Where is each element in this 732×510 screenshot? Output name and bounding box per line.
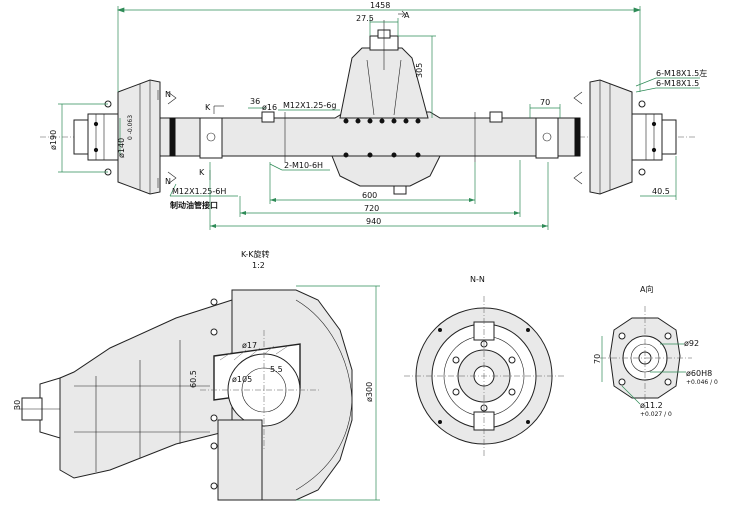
label-view-a: A向	[640, 284, 653, 294]
label-A-arrow: A	[404, 11, 410, 20]
dim-d140: ø140	[117, 138, 126, 158]
dim-6-m18-left: 6-M18X1.5左	[656, 68, 707, 78]
dim-70-a: 70	[593, 354, 602, 364]
dim-m12-brake: M12X1.25-6H	[172, 187, 226, 196]
dim-36: 36	[250, 97, 260, 106]
dim-940: 940	[366, 217, 381, 226]
dim-720: 720	[364, 204, 379, 213]
dim-d92: ø92	[684, 339, 699, 348]
dim-2-m10: 2-M10-6H	[284, 161, 323, 170]
label-N-top: N	[165, 90, 171, 99]
label-scale-kk: 1:2	[252, 261, 265, 270]
section-kk-view: K-K旋转 1:2 ø300	[13, 249, 380, 501]
dim-r105: ø105	[232, 375, 252, 384]
dim-70-top: 70	[540, 98, 550, 107]
kk-flange-bolts	[210, 298, 218, 490]
dim-5-5: 5.5	[270, 365, 283, 374]
dim-m12-fine: M12X1.25-6g	[283, 101, 336, 110]
dim-27-5: 27.5	[356, 14, 374, 23]
housing-bolts	[343, 118, 421, 158]
dim-30: 30	[13, 400, 22, 410]
label-K-bottom: K	[199, 168, 205, 177]
dim-d17: ø17	[242, 341, 257, 350]
dim-1458: 1458	[370, 1, 390, 10]
dim-40-5: 40.5	[652, 187, 670, 196]
label-section-nn: N-N	[470, 275, 485, 284]
label-K-top: K	[205, 103, 211, 112]
dim-d60h8-tol: +0.046 / 0	[686, 379, 718, 386]
dim-d60h8: ø60H8	[686, 369, 712, 378]
dim-305: 305	[415, 63, 424, 78]
axle-assembly-view	[40, 20, 695, 195]
dim-d140-tol: 0 -0.063	[127, 115, 134, 140]
dim-600: 600	[362, 191, 377, 200]
label-N-bottom: N	[165, 177, 171, 186]
dim-d16: ø16	[262, 103, 277, 112]
view-a: A向 70 ø92 ø60H8 +0.046 / 0 ø11.2 +0.027 …	[593, 284, 718, 418]
dim-d11-2: ø11.2	[640, 401, 663, 410]
dim-60-5: 60.5	[189, 370, 198, 388]
label-brake-port: 制动油管接口	[170, 200, 218, 210]
dim-d190: ø190	[49, 130, 58, 150]
dim-6-m18: 6-M18X1.5	[656, 79, 699, 88]
top-dimensions: 1458 27.5 A 305 6-M18X1.5左 6-M18X1.5 70 …	[49, 1, 707, 230]
label-section-kk: K-K旋转	[241, 249, 270, 259]
dim-d300: ø300	[365, 382, 374, 402]
section-nn-view: N-N	[404, 275, 564, 456]
dim-d11-2-tol: +0.027 / 0	[640, 411, 672, 418]
